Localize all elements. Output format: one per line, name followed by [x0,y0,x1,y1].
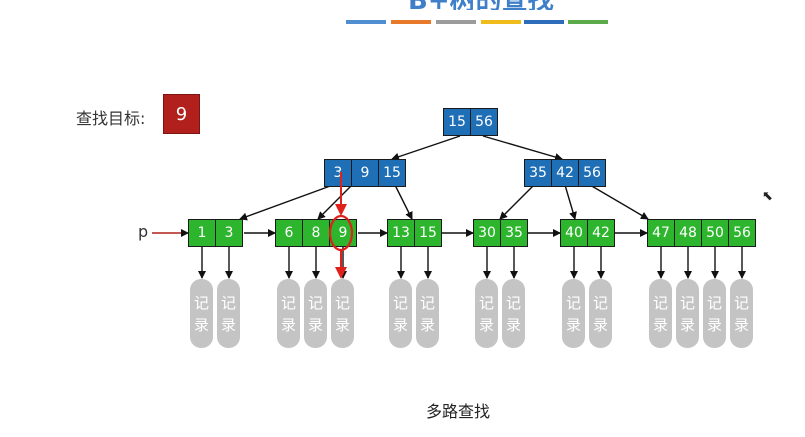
record-label: 录 [193,315,209,334]
record-label: 录 [679,315,695,334]
record-label: 记 [592,293,608,312]
tree-edge [239,184,334,221]
node-key: 13 [387,219,415,247]
node-key: 15 [378,159,406,187]
record-label: 录 [307,315,323,334]
record-label: 录 [706,315,722,334]
record-label: 记 [419,293,435,312]
record-pill: 记录 [703,279,726,348]
tree-edge [499,184,535,220]
record-label: 记 [733,293,749,312]
tree-edge [394,184,413,220]
slide-title-clip: B+树的查找 [330,0,590,10]
leaf-pointer-label: p [138,222,149,241]
node-key: 56 [470,108,498,136]
tree-edge [317,184,353,220]
node-key: 35 [500,219,528,247]
node-key: 1 [188,219,216,247]
record-label: 记 [478,293,494,312]
record-label: 录 [652,315,668,334]
record-label: 录 [478,315,494,334]
title-color-bar [481,20,521,24]
tree-edge [391,135,461,161]
slide-caption: 多路查找 [426,402,491,421]
record-label: 记 [679,293,695,312]
record-pill: 记录 [502,279,525,348]
record-label: 录 [592,315,608,334]
node-key: 15 [414,219,442,247]
record-pill: 记录 [331,279,354,348]
node-key: 56 [578,159,606,187]
record-label: 记 [565,293,581,312]
title-color-bar [346,20,386,24]
record-label: 记 [307,293,323,312]
record-pill: 记录 [389,279,412,348]
node-key: 9 [351,159,379,187]
slide-title: B+树的查找 [408,0,554,10]
node-key: 30 [473,219,501,247]
record-pill: 记录 [730,279,753,348]
node-key: 3 [324,159,352,187]
node-key: 56 [728,219,756,247]
record-label: 记 [706,293,722,312]
search-target-value: 9 [163,94,200,134]
record-label: 记 [334,293,350,312]
title-color-bar [391,20,431,24]
title-color-bar [568,20,608,24]
node-key: 47 [647,219,675,247]
record-label: 录 [280,315,296,334]
mouse-cursor-icon: ⬉ [762,189,773,204]
tree-edge [482,135,563,161]
record-pill: 记录 [562,279,585,348]
record-pill: 记录 [277,279,300,348]
record-label: 记 [220,293,236,312]
record-label: 录 [565,315,581,334]
record-pill: 记录 [217,279,240,348]
node-key: 3 [215,219,243,247]
record-label: 记 [392,293,408,312]
record-pill: 记录 [416,279,439,348]
node-key: 48 [674,219,702,247]
record-label: 录 [419,315,435,334]
record-label: 录 [392,315,408,334]
record-pill: 记录 [589,279,612,348]
record-label: 录 [505,315,521,334]
record-label: 记 [280,293,296,312]
record-pill: 记录 [475,279,498,348]
node-key: 35 [524,159,552,187]
record-pill: 记录 [190,279,213,348]
tree-edge [589,184,649,220]
record-label: 记 [652,293,668,312]
tree-edge [564,184,577,220]
record-label: 录 [733,315,749,334]
record-pill: 记录 [676,279,699,348]
record-pill: 记录 [304,279,327,348]
node-key: 6 [275,219,303,247]
record-pill: 记录 [649,279,672,348]
record-label: 录 [220,315,236,334]
search-key-highlight [328,214,354,252]
node-key: 42 [587,219,615,247]
record-label: 录 [334,315,350,334]
node-key: 50 [701,219,729,247]
record-label: 记 [505,293,521,312]
title-color-bar [524,20,564,24]
search-target-label: 查找目标: [76,109,146,128]
title-color-bar [436,20,476,24]
record-label: 记 [193,293,209,312]
